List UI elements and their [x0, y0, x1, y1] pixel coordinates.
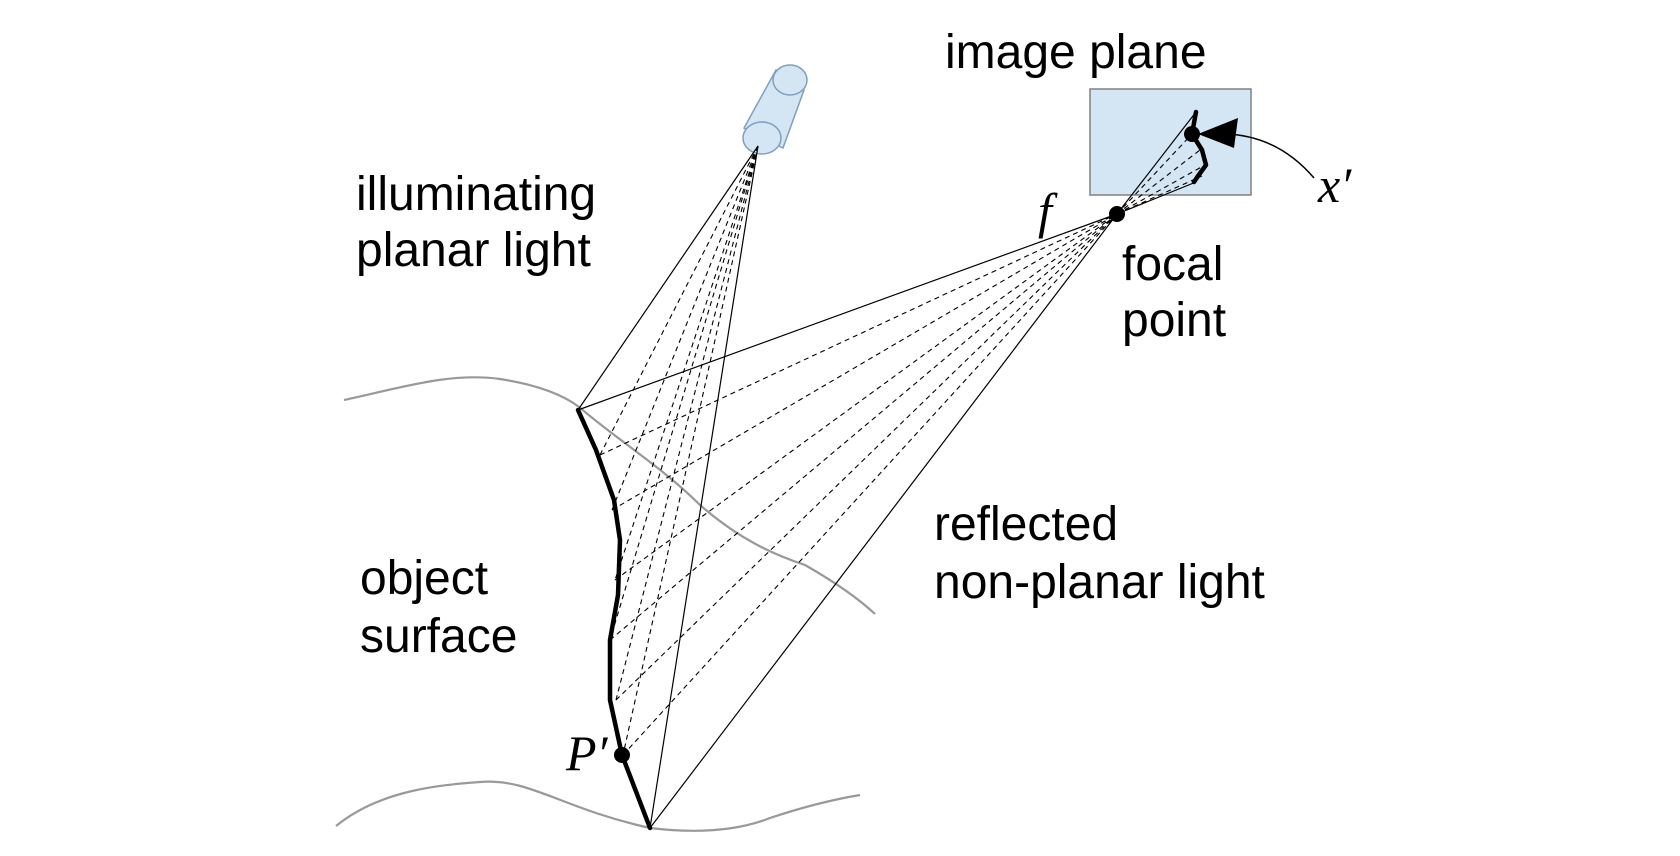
label-illuminating-line1: illuminating — [356, 168, 596, 221]
surface-curve-top — [343, 376, 876, 615]
label-object-line2: surface — [360, 610, 517, 663]
pointer-arrow — [1198, 118, 1315, 179]
surface-curve-bottom — [335, 780, 861, 832]
label-illuminating-line2: planar light — [356, 224, 591, 277]
surface-point-marker — [614, 747, 630, 763]
illumination-rays — [577, 145, 759, 829]
label-reflected-line2: non-planar light — [934, 556, 1265, 609]
symbol-focal: f — [1038, 183, 1058, 239]
image-point-marker — [1184, 126, 1200, 142]
reflected-rays — [577, 213, 1118, 829]
label-focal-line2: point — [1122, 294, 1226, 347]
surface-profile — [575, 407, 653, 831]
label-focal-line1: focal — [1122, 238, 1223, 291]
light-source-icon — [742, 64, 808, 155]
symbol-image-point: x′ — [1317, 157, 1352, 213]
focal-point-marker — [1109, 206, 1125, 222]
symbol-surface-point: P′ — [565, 725, 609, 781]
image-rays — [1116, 111, 1206, 215]
label-image-plane: image plane — [945, 26, 1207, 79]
label-object-line1: object — [360, 552, 488, 605]
label-reflected-line1: reflected — [934, 498, 1118, 551]
